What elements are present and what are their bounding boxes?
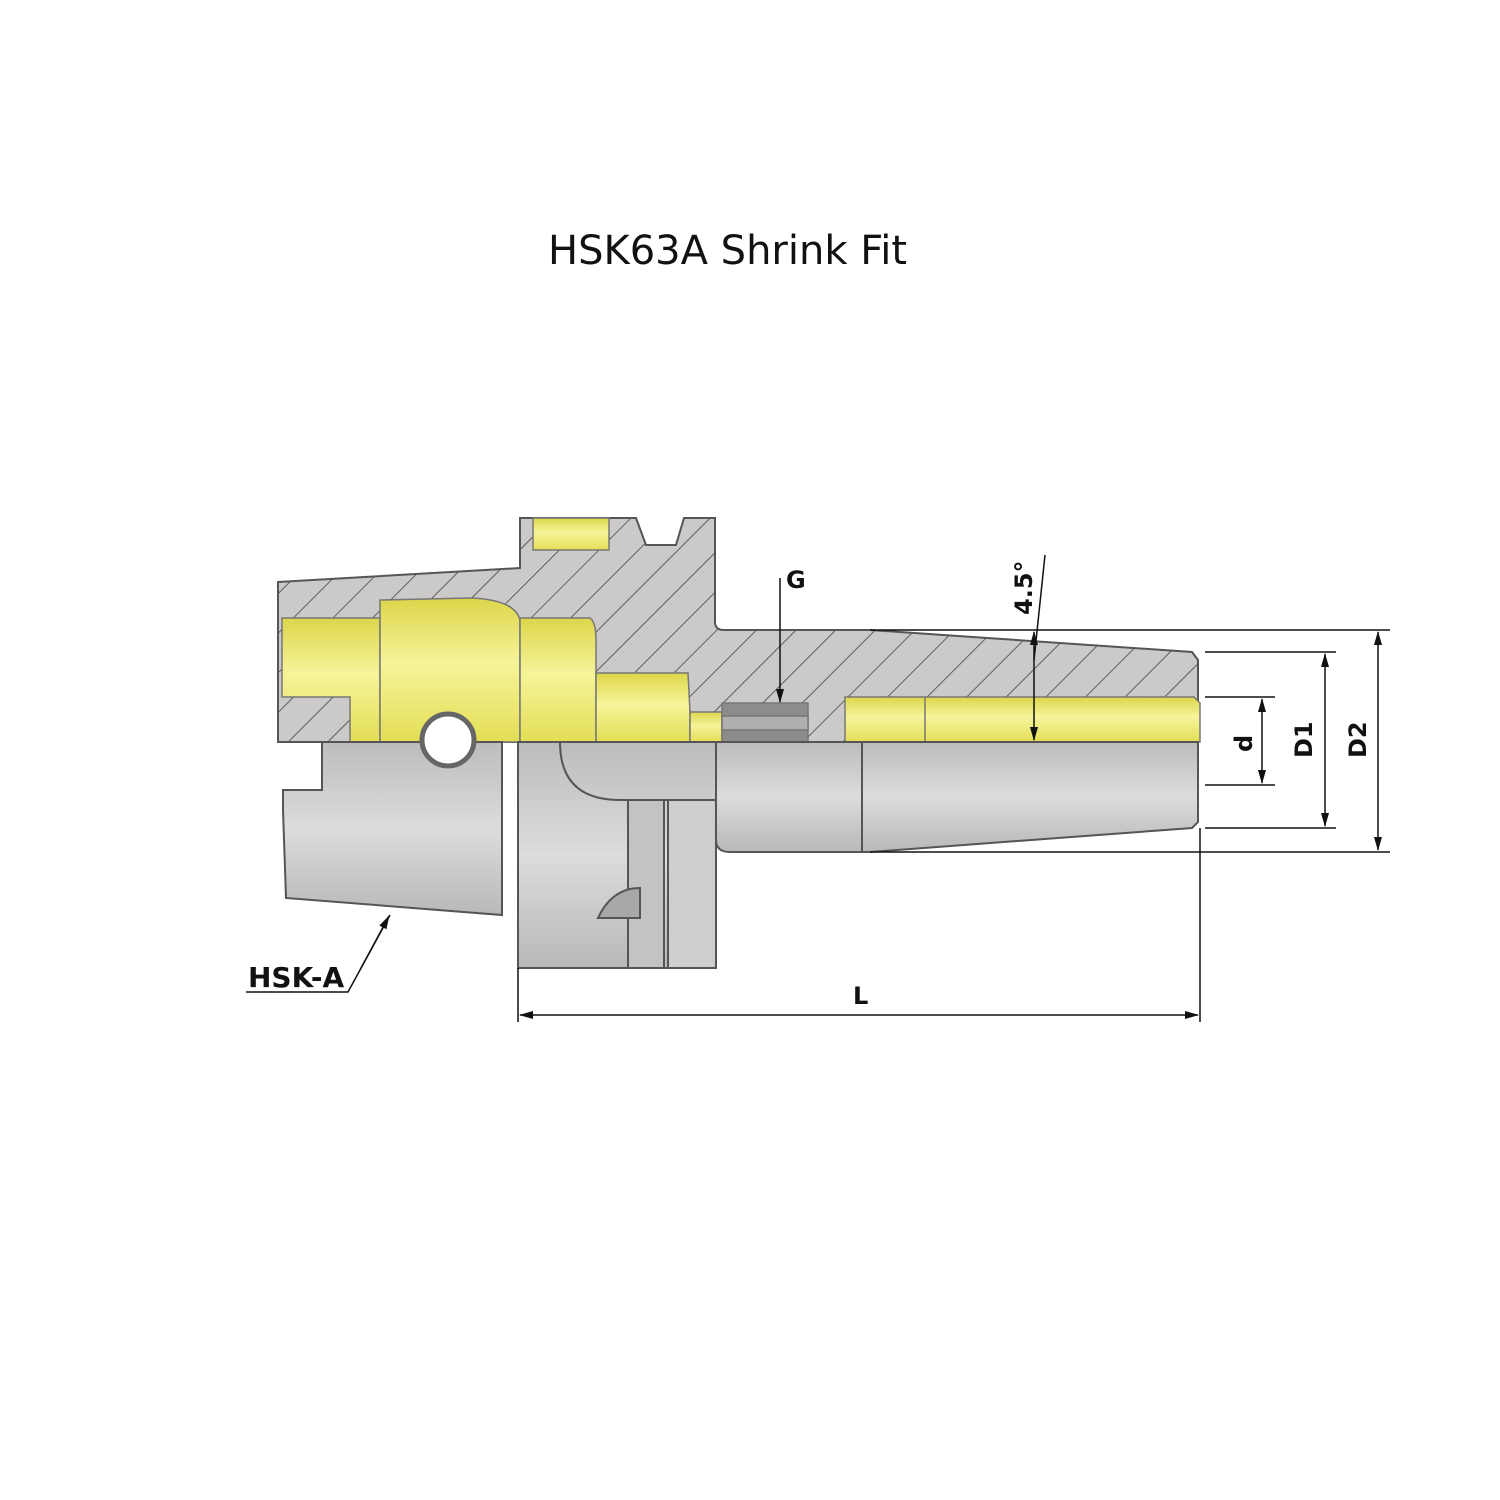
bore-diameter-label: d xyxy=(1230,735,1258,752)
drawing-title: HSK63A Shrink Fit xyxy=(548,228,908,274)
dimension-lines xyxy=(246,554,1390,1022)
d1-label: D1 xyxy=(1290,721,1318,758)
interface-label: HSK-A xyxy=(248,961,344,994)
length-label: L xyxy=(853,982,868,1010)
cross-hole xyxy=(419,711,477,769)
internal-bores xyxy=(281,517,1201,743)
angle-label: 4.5° xyxy=(1010,560,1038,615)
holder-exterior xyxy=(282,741,1199,969)
thread-label: G xyxy=(786,566,806,594)
d2-label: D2 xyxy=(1344,721,1372,758)
